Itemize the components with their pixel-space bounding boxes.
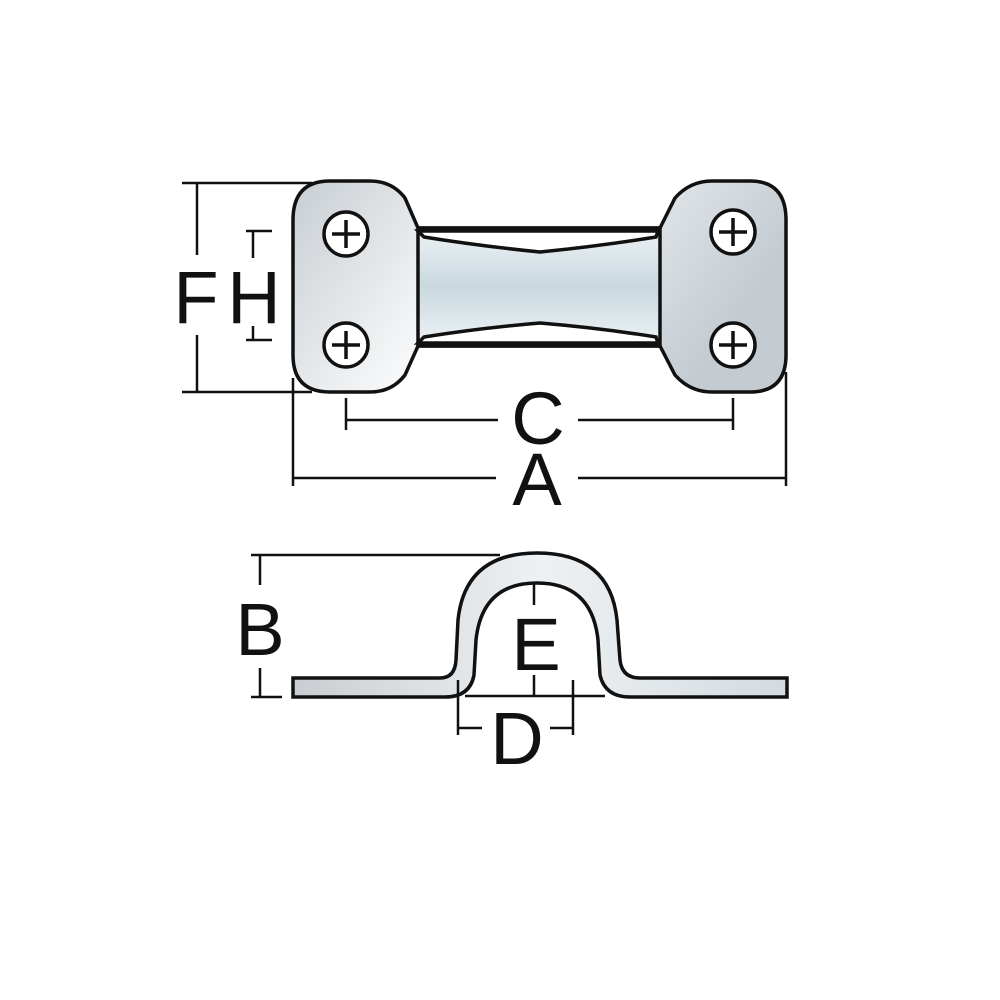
phillips-screw-icon xyxy=(709,208,757,256)
neck-upper-edge xyxy=(413,229,661,254)
dimension-line-b xyxy=(251,553,500,699)
dimension-line-e xyxy=(465,583,605,698)
label-h: H xyxy=(227,256,280,339)
dimension-line-f xyxy=(182,181,312,394)
label-f: F xyxy=(173,256,218,339)
top-view: F H C A xyxy=(173,179,788,521)
dimension-line-d xyxy=(456,680,575,735)
phillips-screw-icon xyxy=(322,210,370,258)
neck-lower-edge xyxy=(413,321,661,345)
label-c: C xyxy=(511,377,564,460)
dimension-line-h xyxy=(246,229,272,342)
dimension-line-c xyxy=(344,398,735,430)
phillips-screw-icon xyxy=(709,321,757,369)
pad-eye-profile xyxy=(291,551,789,699)
neck-strap xyxy=(416,226,662,348)
phillips-screw-icon xyxy=(322,321,370,369)
dimension-line-a xyxy=(291,372,788,486)
label-e: E xyxy=(511,603,560,686)
label-b: B xyxy=(235,588,284,671)
label-a: A xyxy=(512,438,562,521)
side-view: B E D xyxy=(235,551,789,780)
label-d: D xyxy=(490,697,543,780)
